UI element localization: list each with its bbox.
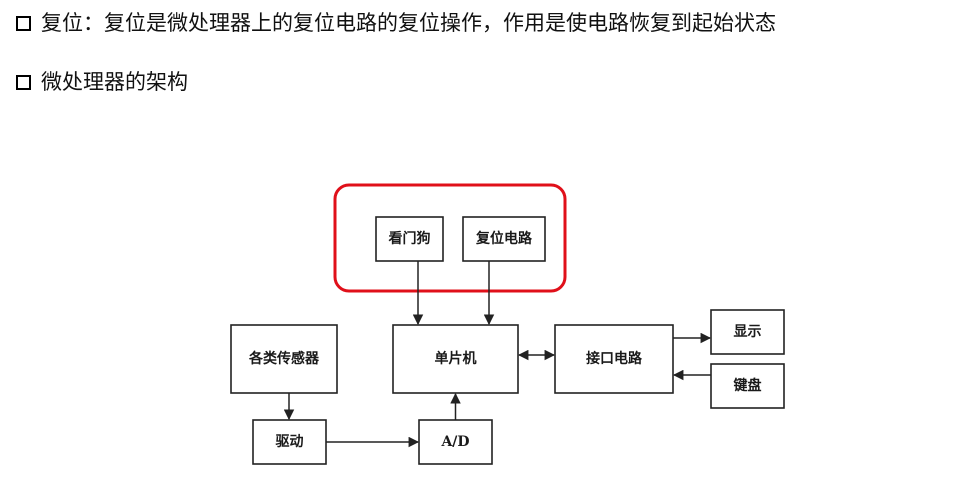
node-reset-circuit: 复位电路 <box>462 216 546 262</box>
node-label-interface-circuit: 接口电路 <box>586 350 643 367</box>
bullet-item-reset: 复位：复位是微处理器上的复位电路的复位操作，作用是使电路恢复到起始状态 <box>16 11 776 35</box>
highlight-frame <box>333 183 567 293</box>
bullet-item-architecture: 微处理器的架构 <box>16 70 188 94</box>
square-bullet-icon <box>16 74 31 90</box>
bullet-text: 微处理器的架构 <box>41 70 188 94</box>
node-keyboard: 键盘 <box>710 363 785 409</box>
node-label-driver: 驱动 <box>276 433 304 450</box>
node-label-watchdog: 看门狗 <box>388 230 431 247</box>
node-label-sensors: 各类传感器 <box>248 350 320 367</box>
node-driver: 驱动 <box>252 419 327 465</box>
bullet-text: 复位：复位是微处理器上的复位电路的复位操作，作用是使电路恢复到起始状态 <box>41 11 776 35</box>
node-label-keyboard: 键盘 <box>733 377 762 394</box>
node-label-display: 显示 <box>734 324 762 340</box>
node-sensors: 各类传感器 <box>230 324 338 394</box>
node-label-mcu: 单片机 <box>435 350 477 367</box>
node-display: 显示 <box>710 309 785 355</box>
square-bullet-icon <box>16 15 31 31</box>
node-label-reset-circuit: 复位电路 <box>475 230 533 247</box>
node-mcu: 单片机 <box>392 324 519 394</box>
node-adc: A/D <box>418 419 493 465</box>
node-label-adc: A/D <box>440 434 469 450</box>
node-watchdog: 看门狗 <box>375 216 444 262</box>
node-interface-circuit: 接口电路 <box>554 324 674 394</box>
